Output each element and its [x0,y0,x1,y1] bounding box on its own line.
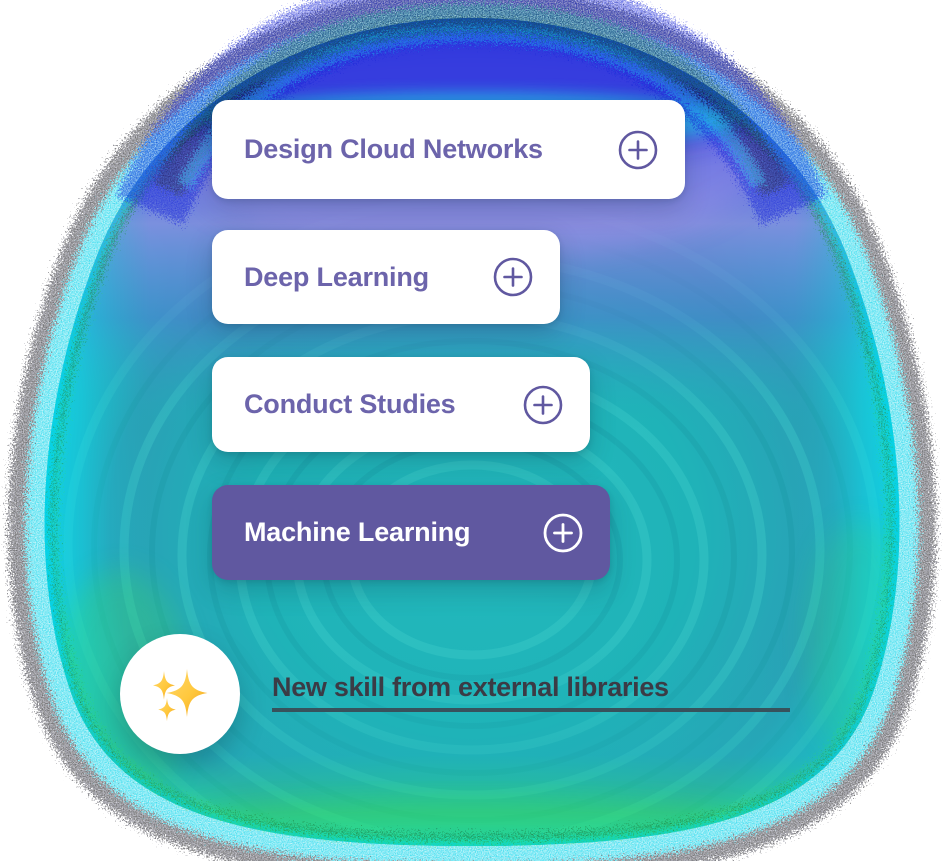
plus-circle-icon[interactable] [542,512,584,554]
skill-card-deep-learning[interactable]: Deep Learning [212,230,560,324]
skill-card-label: Conduct Studies [244,389,456,419]
skill-card-machine-learning[interactable]: Machine Learning [212,485,610,580]
skill-card-label: Deep Learning [244,261,429,292]
plus-circle-icon[interactable] [492,256,534,298]
skill-card-label: Design Cloud Networks [244,134,543,164]
footer-caption: New skill from external libraries [272,672,790,712]
skill-card-label: Machine Learning [244,517,471,547]
blob-noise-edge [8,0,936,861]
plus-circle-icon[interactable] [522,384,564,426]
sparkles-badge[interactable] [120,634,240,754]
plus-circle-icon[interactable] [617,129,659,171]
skill-card-conduct-studies[interactable]: Conduct Studies [212,357,590,452]
skill-card-design-cloud-networks[interactable]: Design Cloud Networks [212,100,685,199]
sparkles-icon [153,669,208,722]
